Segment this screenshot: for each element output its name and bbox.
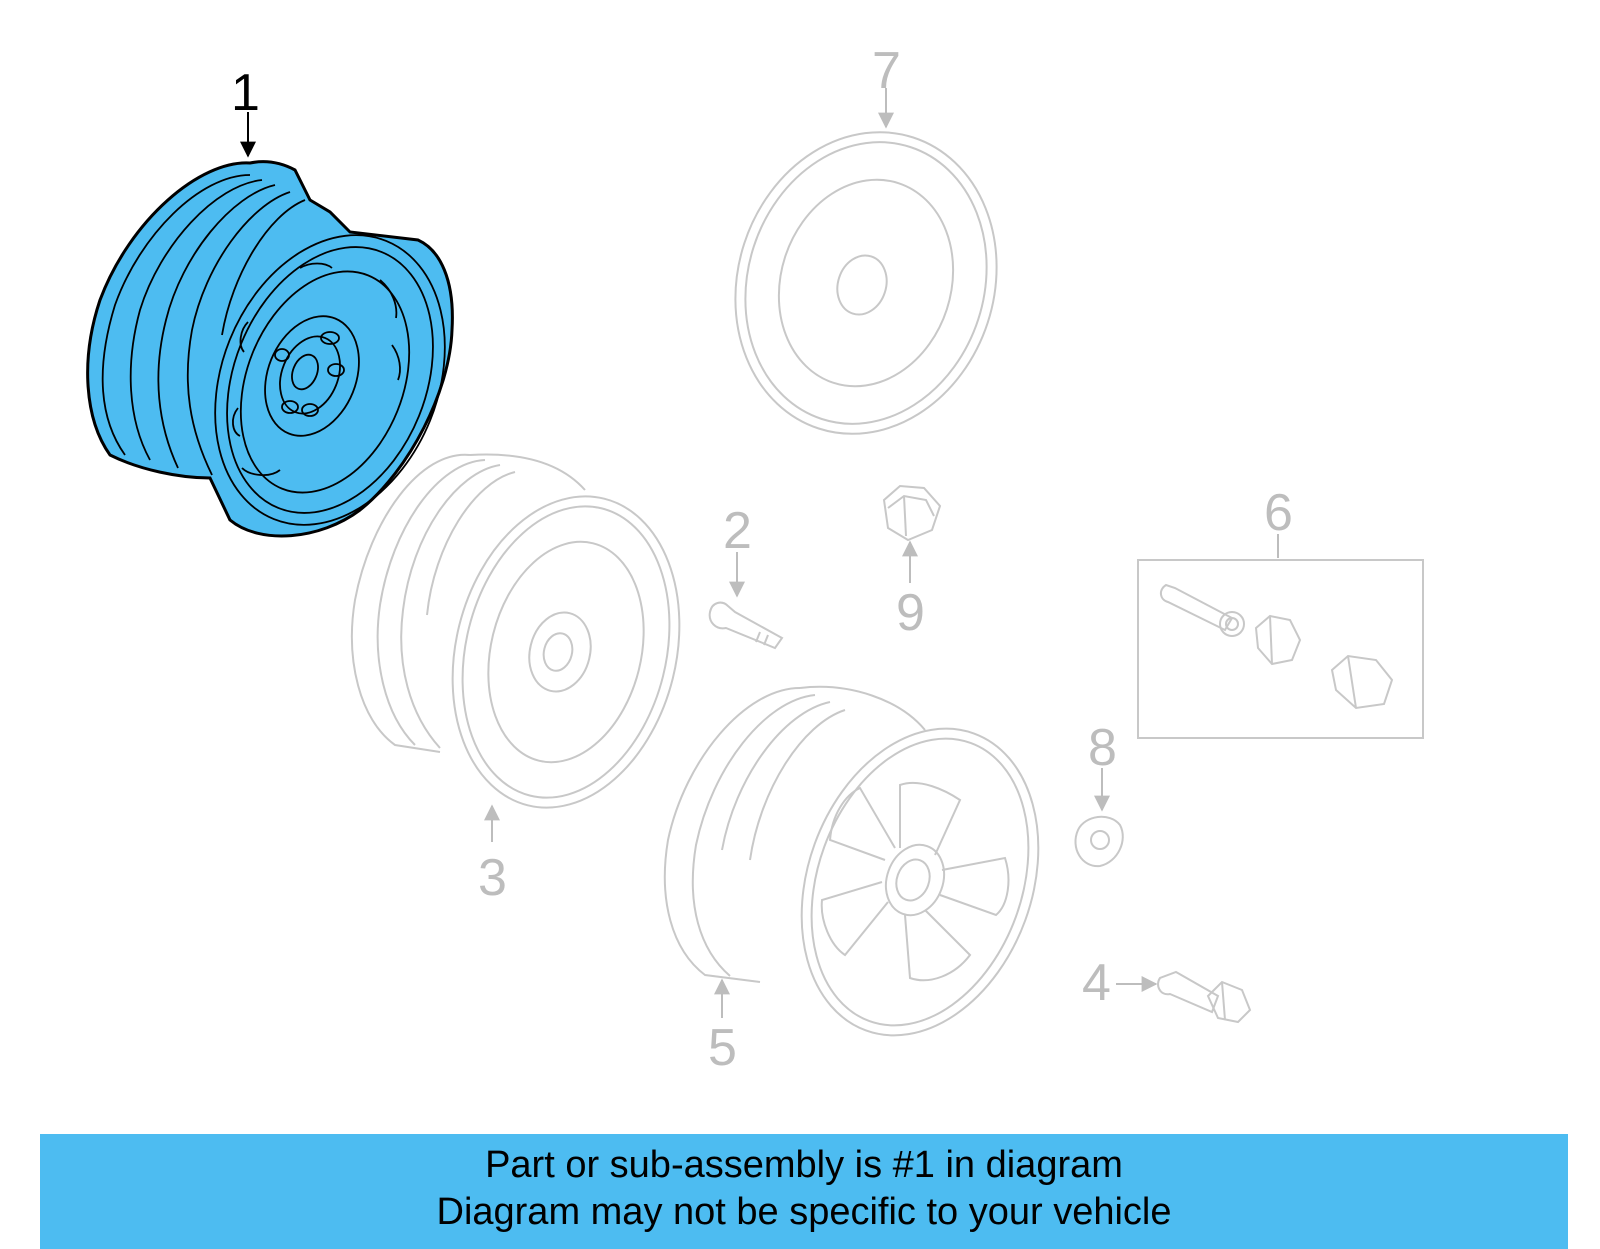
banner-line-2: Diagram may not be specific to your vehi… — [436, 1191, 1172, 1233]
callout-4: 4 — [1082, 954, 1111, 1012]
callout-2: 2 — [723, 502, 752, 560]
callout-3: 3 — [478, 849, 507, 907]
callout-5: 5 — [708, 1019, 737, 1077]
part-1-steel-wheel[interactable] — [86, 160, 487, 560]
callout-6: 6 — [1264, 484, 1293, 542]
callout-8: 8 — [1088, 719, 1117, 777]
part-5-alloy-wheel[interactable] — [663, 685, 1079, 1069]
part-2-valve-stem[interactable] — [708, 601, 784, 650]
callout-numbers: 1 7 2 9 6 8 3 5 4 — [231, 42, 1293, 1077]
callout-leaders — [240, 88, 1279, 1018]
diagram-notice-banner: Part or sub-assembly is #1 in diagram Di… — [40, 1134, 1568, 1249]
part-3-spare-wheel[interactable] — [351, 453, 711, 831]
part-9-lug-nut[interactable] — [882, 484, 942, 542]
banner-line-1: Part or sub-assembly is #1 in diagram — [485, 1144, 1123, 1186]
callout-1: 1 — [231, 64, 260, 122]
part-4-lock-bolt[interactable] — [1157, 970, 1252, 1024]
part-8-center-cap[interactable] — [1074, 815, 1124, 868]
part-7-wheel-cover[interactable] — [697, 98, 1035, 468]
part-6-kit[interactable] — [1137, 559, 1424, 739]
callout-9: 9 — [896, 584, 925, 642]
callout-7: 7 — [872, 42, 901, 100]
